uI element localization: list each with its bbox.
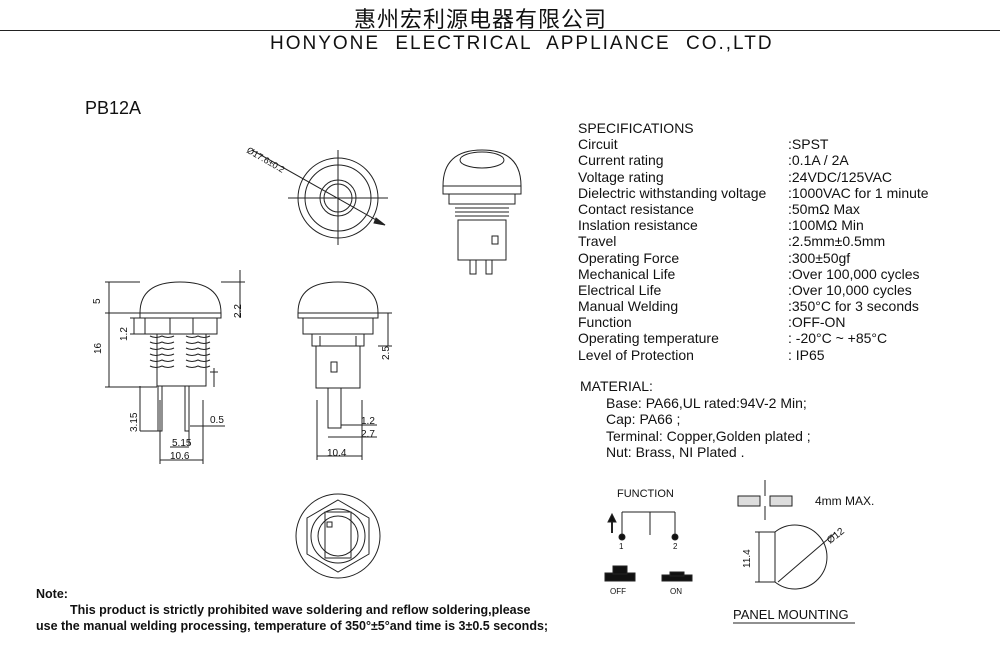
dim-10-4: 10.4: [327, 448, 347, 459]
panel-max-thickness: 4mm MAX.: [815, 494, 874, 508]
spec-value: :Over 10,000 cycles: [788, 281, 912, 298]
dim-3-15: 3.15: [129, 412, 140, 432]
model-number: PB12A: [85, 98, 142, 118]
note-line-1: This product is strictly prohibited wave…: [70, 603, 531, 617]
material-item: Terminal: Copper,Golden plated ;: [606, 427, 811, 444]
spec-value: :2.5mm±0.5mm: [788, 233, 886, 250]
spec-label: Contact resistance: [578, 200, 694, 217]
spec-value: : IP65: [788, 346, 825, 363]
spec-value: : -20°C ~ +85°C: [788, 330, 888, 347]
material-items: Base: PA66,UL rated:94V-2 Min;Cap: PA66 …: [580, 395, 811, 461]
spec-row: Inslation resistance :100MΩ Min: [578, 217, 988, 233]
dim-16: 16: [93, 342, 104, 354]
dim-5: 5: [92, 298, 103, 304]
spec-row: Manual Welding :350°C for 3 seconds: [578, 298, 988, 314]
spec-value: :350°C for 3 seconds: [788, 298, 919, 315]
dim-2-2: 2.2: [233, 304, 244, 318]
spec-label: Voltage rating: [578, 168, 664, 185]
specifications-title: SPECIFICATIONS: [578, 120, 694, 136]
material-item: Nut: Brass, NI Plated .: [606, 444, 745, 460]
spec-row: Travel :2.5mm±0.5mm: [578, 233, 988, 249]
function-diagram: FUNCTION 1 2 OFF ON: [604, 488, 693, 596]
spec-row: Dielectric withstanding voltage :1000VAC …: [578, 185, 988, 201]
spec-row: Current rating :0.1A / 2A: [578, 152, 988, 168]
spec-value: :OFF-ON: [788, 314, 846, 331]
dim-2-7: 2.7: [361, 429, 375, 440]
material-title: MATERIAL:: [580, 378, 653, 394]
spec-label: Circuit: [578, 136, 618, 153]
function-off-label: OFF: [610, 587, 626, 596]
spec-label: Current rating: [578, 152, 664, 169]
spec-label: Travel: [578, 233, 617, 250]
spec-label: Mechanical Life: [578, 265, 676, 282]
spec-row: Voltage rating :24VDC/125VAC: [578, 169, 988, 185]
spec-label: Level of Protection: [578, 346, 694, 363]
side-view-right: 2.5 1.2 2.7 10.4: [297, 281, 392, 460]
spec-value: :50mΩ Max: [788, 200, 860, 217]
spec-row: Contact resistance :50mΩ Max: [578, 201, 988, 217]
isometric-view: [442, 149, 522, 275]
dim-0-5: 0.5: [210, 415, 224, 426]
panel-mounting-diagram: 4mm MAX. Ø12 11.4 PANEL MOUNTING: [733, 480, 874, 624]
spec-label: Function: [578, 314, 632, 331]
company-name-cn: 惠州宏利源电器有限公司: [354, 8, 608, 33]
spec-row: Electrical Life :Over 10,000 cycles: [578, 282, 988, 298]
note-line-2: use the manual welding processing, tempe…: [36, 619, 549, 633]
dim-5-15: 5.15: [172, 438, 192, 449]
company-name-en: HONYONE ELECTRICAL APPLIANCE CO.,LTD: [262, 33, 782, 55]
spec-value: :0.1A / 2A: [788, 152, 849, 169]
spec-label: Operating Force: [578, 249, 680, 266]
material-item: Cap: PA66 ;: [606, 411, 681, 427]
dim-top-dia: Ø17.6±0.2: [245, 145, 286, 175]
spec-label: Electrical Life: [578, 281, 662, 298]
side-view-left: 5 2.2 16 1.2 3.15 0.5 5.15 10.6: [92, 270, 245, 464]
panel-height: 11.4: [742, 549, 753, 568]
bottom-view: [295, 493, 381, 579]
dim-1-2-left: 1.2: [119, 327, 130, 341]
note-label: Note:: [36, 587, 68, 601]
spec-value: :100MΩ Min: [788, 217, 864, 234]
spec-label: Manual Welding: [578, 298, 679, 315]
spec-row: Circuit :SPST: [578, 136, 988, 152]
spec-row: Function :OFF-ON: [578, 314, 988, 330]
panel-dia: Ø12: [825, 526, 847, 547]
material-block: MATERIAL: Base: PA66,UL rated:94V-2 Min;…: [580, 378, 811, 461]
spec-label: Inslation resistance: [578, 217, 698, 234]
spec-value: :300±50gf: [788, 249, 851, 266]
spec-value: :Over 100,000 cycles: [788, 265, 920, 282]
dim-1-2-right: 1.2: [361, 416, 375, 427]
spec-label: Operating temperature: [578, 330, 719, 347]
function-pin-1: 1: [619, 542, 624, 551]
material-item: Base: PA66,UL rated:94V-2 Min;: [606, 394, 807, 411]
function-title: FUNCTION: [617, 488, 674, 500]
function-pin-2: 2: [673, 542, 678, 551]
header-rule: [0, 30, 1000, 31]
spec-row: Level of Protection : IP65: [578, 347, 988, 363]
function-on-label: ON: [670, 587, 682, 596]
spec-row: Operating temperature : -20°C ~ +85°C: [578, 330, 988, 346]
spec-value: :SPST: [788, 136, 829, 153]
top-view: Ø17.6±0.2: [245, 145, 388, 245]
spec-label: Dielectric withstanding voltage: [578, 184, 767, 201]
spec-value: :24VDC/125VAC: [788, 168, 893, 185]
panel-mounting-title: PANEL MOUNTING: [733, 607, 849, 622]
dim-2-5: 2.5: [381, 346, 392, 360]
spec-row: Mechanical Life :Over 100,000 cycles: [578, 266, 988, 282]
dim-10-6: 10.6: [170, 451, 190, 462]
spec-value: :1000VAC for 1 minute: [788, 184, 929, 201]
spec-row: Operating Force :300±50gf: [578, 250, 988, 266]
